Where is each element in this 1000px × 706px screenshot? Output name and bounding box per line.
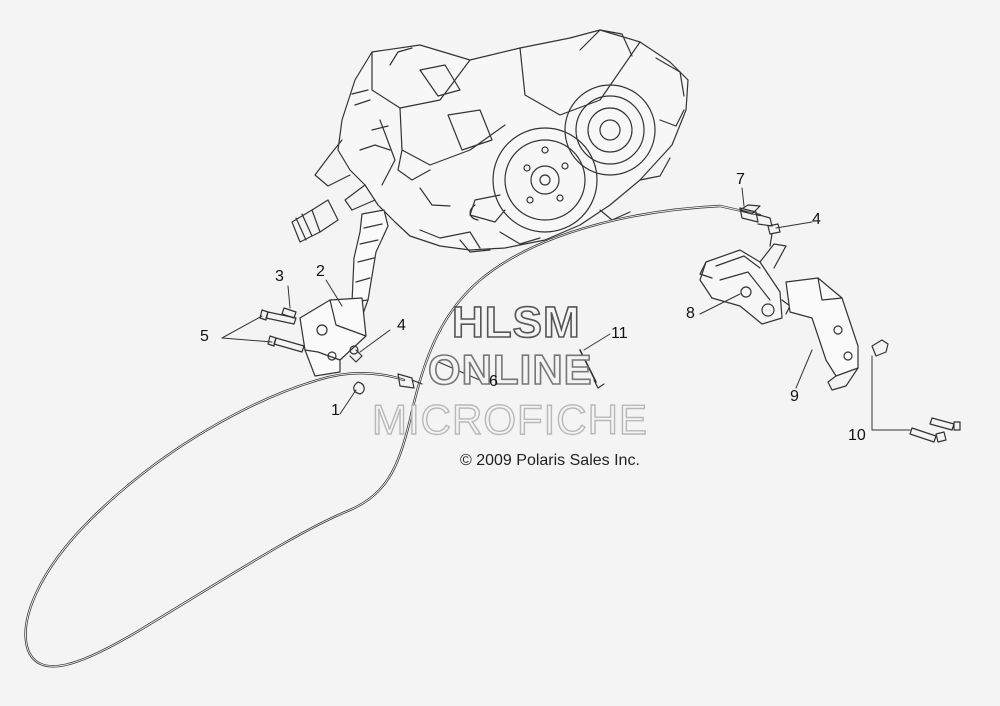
watermark-hlsm: HLSM <box>451 297 581 348</box>
watermark-online: ONLINE <box>427 345 593 394</box>
brake-cable <box>24 204 773 668</box>
brake-caliper <box>699 243 791 325</box>
callout-10: 10 <box>848 427 866 444</box>
callout-6: 6 <box>489 373 498 390</box>
cable-pin <box>579 349 605 389</box>
callout-3: 3 <box>275 268 284 285</box>
watermark-microfiche: MICROFICHE <box>371 395 648 443</box>
callout-1: 1 <box>331 402 340 419</box>
callout-2: 2 <box>316 263 325 280</box>
callout-4-right: 4 <box>812 211 821 228</box>
callout-7: 7 <box>736 171 745 188</box>
callout-11: 11 <box>611 325 628 342</box>
bolts-right <box>871 339 961 443</box>
lever-bracket <box>299 297 367 377</box>
callout-4-left: 4 <box>397 317 406 334</box>
cable-end-pins <box>739 204 781 247</box>
callout-8: 8 <box>686 305 695 322</box>
leader-lines <box>221 187 911 431</box>
callout-5: 5 <box>200 328 209 345</box>
callout-9: 9 <box>790 388 799 405</box>
copyright-text: © 2009 Polaris Sales Inc. <box>460 452 640 469</box>
caliper-bracket <box>785 277 859 391</box>
engine-assembly <box>291 29 689 253</box>
